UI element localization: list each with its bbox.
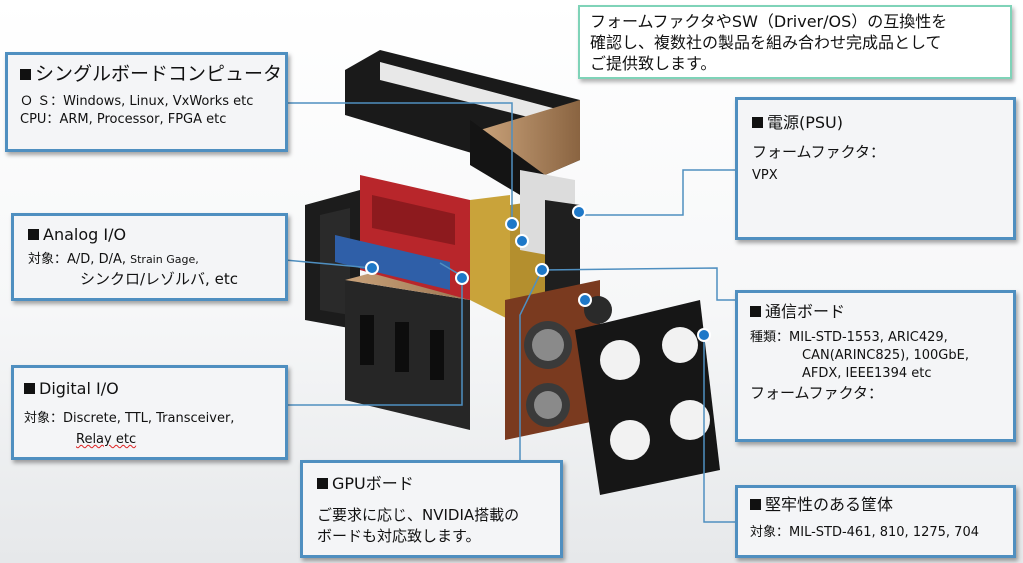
square-bullet-icon <box>28 229 39 240</box>
analog-io-box: Analog I/O 対象：A/D, D/A, Strain Gage, シンク… <box>11 213 288 301</box>
comm-type-row: 種類：MIL-STD-1553, ARIC429, <box>750 330 948 345</box>
square-bullet-icon <box>24 383 35 394</box>
square-bullet-icon <box>752 117 763 128</box>
rugged-title: 堅牢性のある筐体 <box>750 494 1001 516</box>
dot-analog <box>365 261 379 275</box>
dot-psu <box>572 205 586 219</box>
gpu-box: GPUボード ご要求に応じ、NVIDIA搭載の ボードも対応致します。 <box>300 460 563 558</box>
front-panel <box>575 300 720 495</box>
comm-title: 通信ボード <box>750 301 1001 323</box>
leader-lines <box>284 102 735 523</box>
gpu-line-1: ご要求に応じ、NVIDIA搭載の <box>317 506 520 524</box>
dot-comm-2 <box>578 293 592 307</box>
note-line: 確認し、複数社の製品を組み合わせ完成品として <box>590 33 942 52</box>
psu-title: 電源(PSU) <box>752 112 999 134</box>
sbc-box: シングルボードコンピュータ Ｏ Ｓ：Windows, Linux, VxWork… <box>5 52 288 152</box>
dot-gpu <box>515 234 529 248</box>
square-bullet-icon <box>317 478 328 489</box>
sbc-title: シングルボードコンピュータ <box>20 61 282 87</box>
digital-io-box: Digital I/O 対象：Discrete, TTL, Transceive… <box>11 365 288 460</box>
note-line: フォームファクタやSW（Driver/OS）の互換性を <box>590 12 948 31</box>
psu-form-factor-value: VPX <box>752 168 778 183</box>
psu-box: 電源(PSU) フォームファクタ： VPX <box>735 97 1016 240</box>
analog-target-row: 対象：A/D, D/A, Strain Gage, <box>28 252 199 267</box>
gpu-line-2: ボードも対応致します。 <box>317 527 481 545</box>
connector-dots <box>365 205 711 342</box>
comm-type-row-3: AFDX, IEEE1394 etc <box>802 366 932 381</box>
integration-note: フォームファクタやSW（Driver/OS）の互換性を 確認し、複数社の製品を組… <box>578 5 1012 79</box>
digital-title: Digital I/O <box>24 378 275 400</box>
comm-box: 通信ボード 種類：MIL-STD-1553, ARIC429, CAN(ARIN… <box>735 290 1016 442</box>
digital-target-row-2: Relay etc <box>76 432 137 447</box>
psu-form-factor-label: フォームファクタ： <box>752 143 886 161</box>
rugged-target-row: 対象：MIL-STD-461, 810, 1275, 704 <box>750 525 979 540</box>
dot-comm <box>535 263 549 277</box>
sbc-os-row: Ｏ Ｓ：Windows, Linux, VxWorks etc <box>20 94 254 109</box>
square-bullet-icon <box>20 69 31 80</box>
comm-board <box>505 280 612 440</box>
dot-sbc <box>505 217 519 231</box>
rugged-box: 堅牢性のある筐体 対象：MIL-STD-461, 810, 1275, 704 <box>735 485 1016 558</box>
sbc-cpu-row: CPU：ARM, Processor, FPGA etc <box>20 112 227 127</box>
comm-type-row-2: CAN(ARINC825), 100GbE, <box>802 348 969 363</box>
dot-digital <box>455 271 469 285</box>
square-bullet-icon <box>750 499 761 510</box>
dot-rugged <box>697 328 711 342</box>
digital-target-row: 対象：Discrete, TTL, Transceiver, <box>24 411 235 426</box>
comm-form-factor-label: フォームファクタ： <box>750 384 884 402</box>
analog-title: Analog I/O <box>28 224 271 246</box>
square-bullet-icon <box>750 306 761 317</box>
gpu-title: GPUボード <box>317 473 546 495</box>
note-line: ご提供致します。 <box>590 54 717 73</box>
analog-target-row-2: シンクロ/レゾルバ, etc <box>80 270 238 288</box>
